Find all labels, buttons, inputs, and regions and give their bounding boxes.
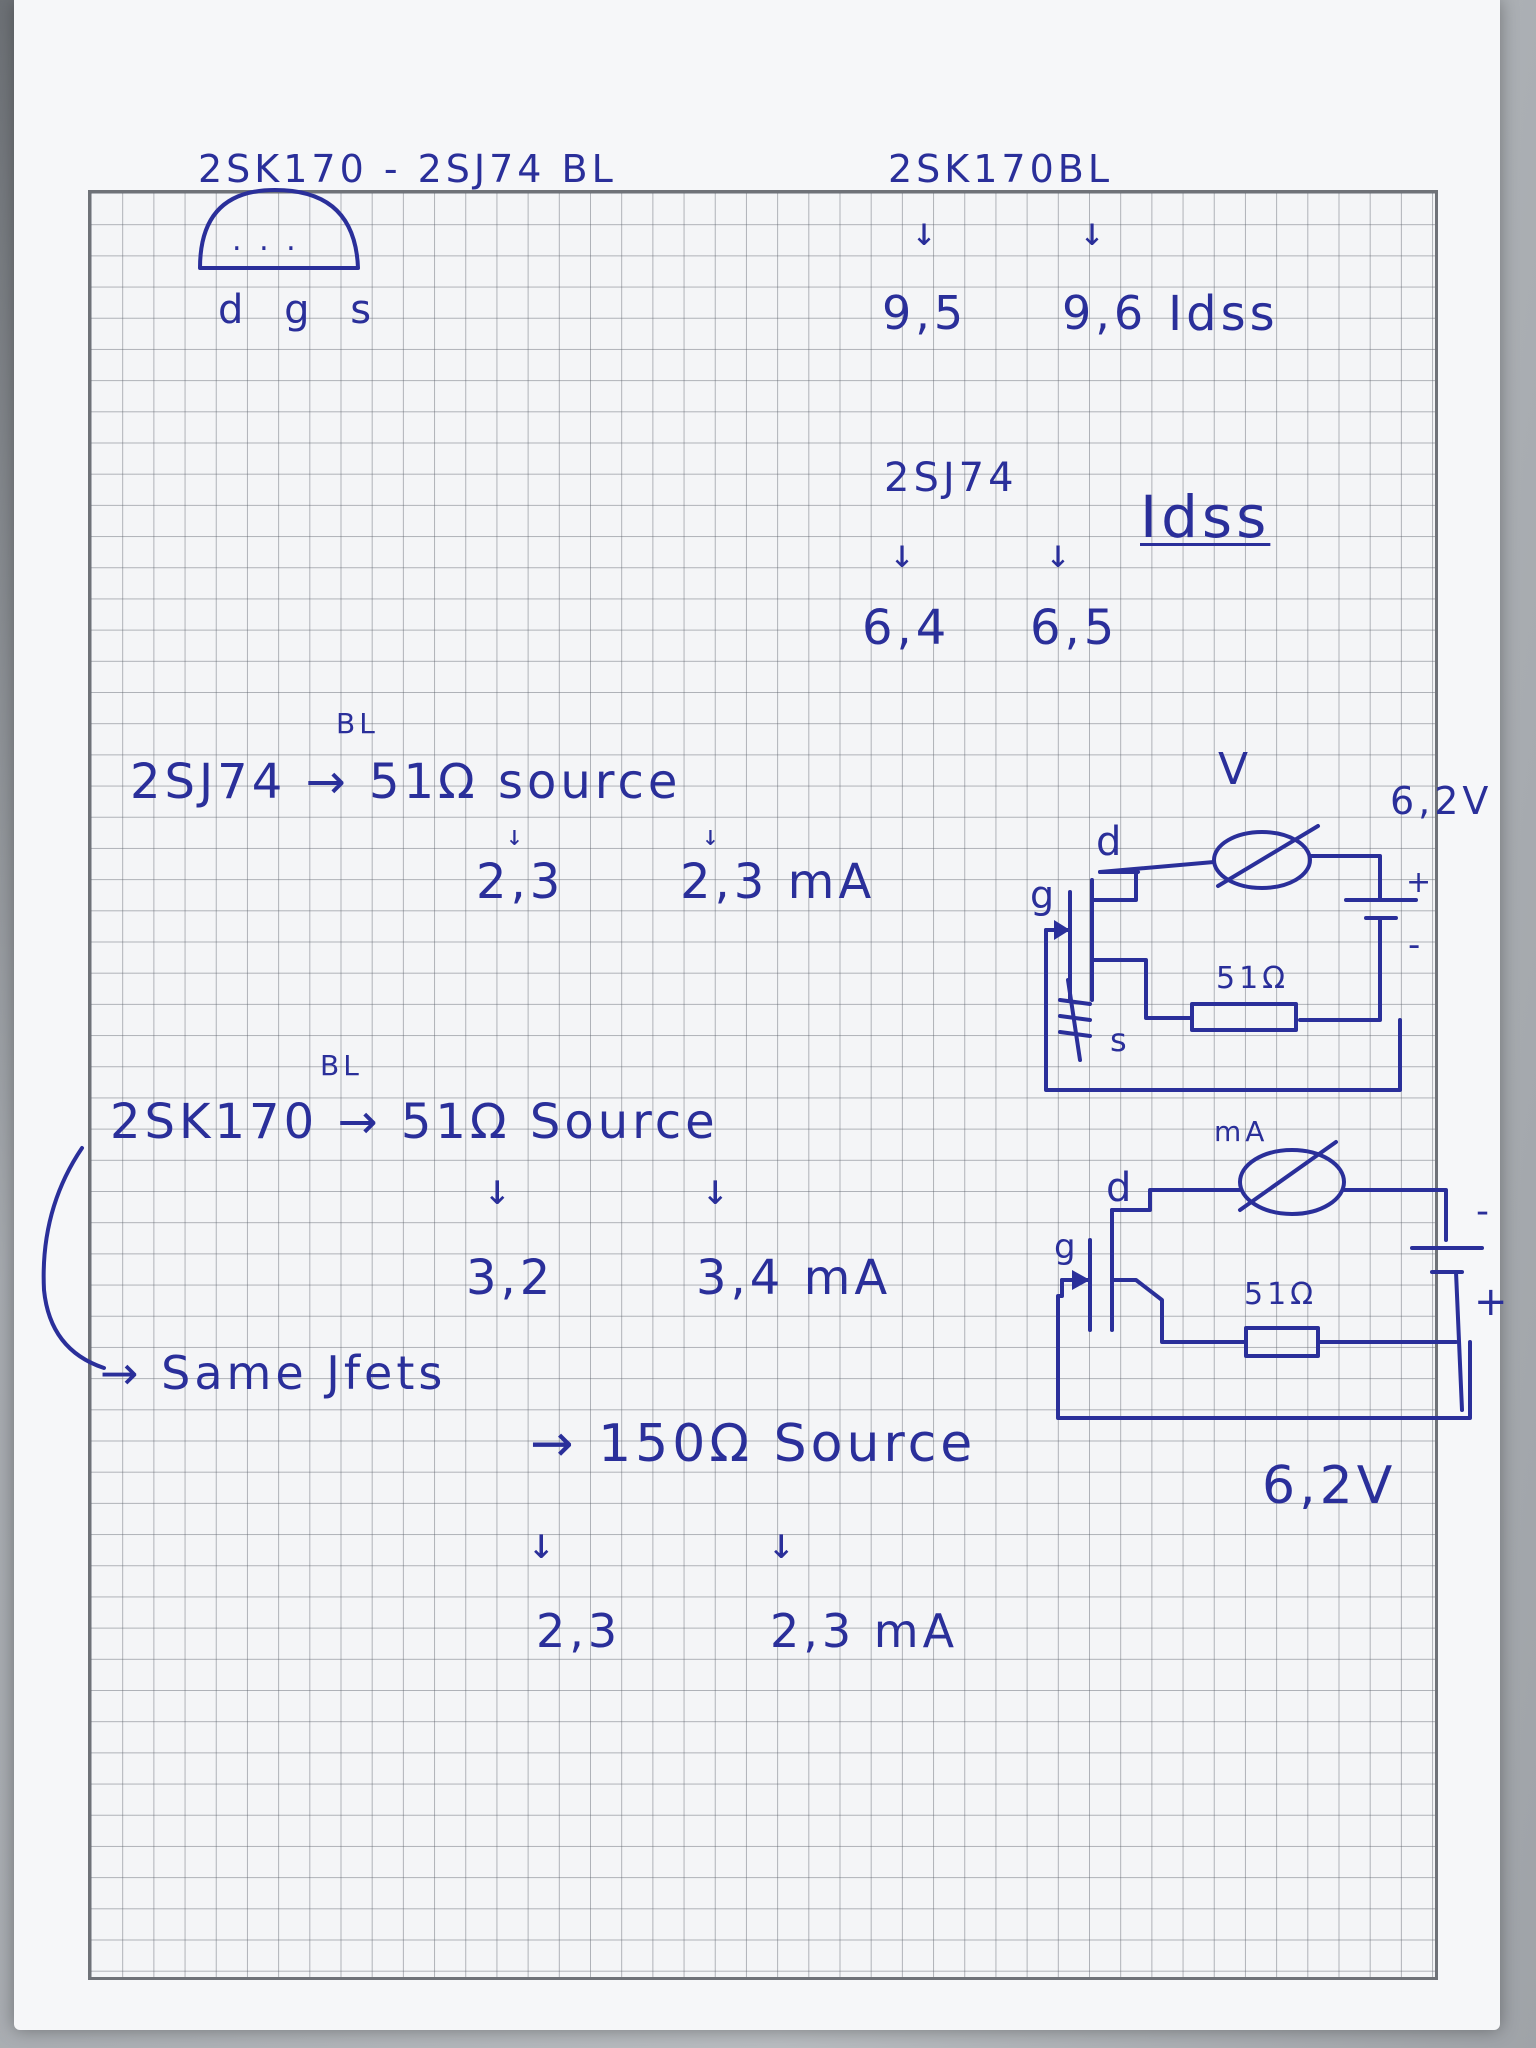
grid-paper	[88, 190, 1438, 1980]
meas1-value-2: 2,3 mA	[680, 854, 876, 910]
meas1-arrow-2: ↓	[702, 819, 719, 852]
circuit1-meter-label: V	[1218, 744, 1253, 795]
meas2-value-2: 3,4 mA	[696, 1250, 892, 1306]
k170-idss-label: Idss	[1168, 286, 1279, 342]
meas1-arrow-1: ↓	[506, 819, 523, 852]
circuit2-gate-label: g	[1054, 1227, 1080, 1267]
meas3-value-2: 2,3 mA	[770, 1604, 959, 1658]
j74-title: 2SJ74	[884, 455, 1018, 501]
same-jfets-note: → Same Jfets	[100, 1346, 447, 1400]
circuit2-minus: -	[1476, 1191, 1493, 1232]
meas2-line: 2SK170 → 51Ω Source	[110, 1094, 719, 1150]
pinout-dots: . . .	[232, 223, 300, 258]
circuit2-plus: +	[1474, 1279, 1512, 1325]
circuit1-gate-label: g	[1030, 873, 1059, 917]
k170-arrow-1: ↓	[912, 209, 937, 255]
k170-title: 2SK170BL	[888, 147, 1113, 191]
pinout-pin-labels: d g s	[218, 287, 386, 333]
k170-arrow-2: ↓	[1080, 209, 1105, 255]
circuit2-meter-label: mA	[1214, 1115, 1269, 1148]
j74-value-2: 6,5	[1030, 600, 1119, 656]
meas2-arrow-2: ↓	[702, 1164, 729, 1215]
meas2-arrow-1: ↓	[484, 1164, 511, 1215]
meas2-value-1: 3,2	[466, 1250, 555, 1306]
notebook-page	[14, 0, 1500, 2030]
circuit1-source-label: s	[1110, 1021, 1131, 1059]
j74-idss-label: Idss	[1140, 483, 1271, 551]
circuit1-plus: +	[1406, 865, 1436, 900]
meas3-arrow-1: ↓	[528, 1518, 555, 1569]
meas3-line: → 150Ω Source	[530, 1414, 977, 1474]
circuit2-voltage: 6,2V	[1262, 1456, 1397, 1516]
meas3-arrow-2: ↓	[768, 1518, 795, 1569]
j74-arrow-1: ↓	[890, 531, 915, 577]
meas3-value-1: 2,3	[536, 1604, 622, 1658]
circuit1-voltage: 6,2V	[1390, 779, 1493, 823]
circuit2-resistor-label: 51Ω	[1244, 1277, 1318, 1312]
j74-value-1: 6,4	[862, 600, 951, 656]
circuit2-drain-label: d	[1106, 1165, 1136, 1211]
meas1-value-1: 2,3	[476, 854, 565, 910]
k170-value-1: 9,5	[882, 286, 968, 340]
meas2-grade: BL	[320, 1049, 363, 1082]
j74-arrow-2: ↓	[1046, 531, 1071, 577]
circuit1-minus: -	[1408, 925, 1425, 965]
circuit1-resistor-label: 51Ω	[1216, 961, 1290, 996]
k170-value-2: 9,6	[1062, 286, 1148, 340]
pinout-title: 2SK170 - 2SJ74 BL	[198, 147, 617, 191]
circuit1-drain-label: d	[1096, 819, 1126, 865]
meas1-grade: BL	[336, 707, 379, 740]
meas1-line: 2SJ74 → 51Ω source	[130, 754, 682, 810]
